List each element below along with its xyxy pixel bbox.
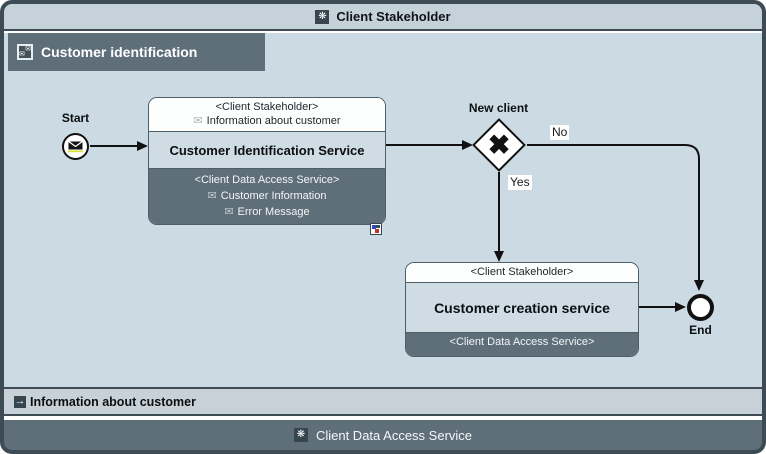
message-icon: ✉	[193, 114, 203, 127]
lane-title: Customer identification	[41, 44, 198, 60]
edge-label-no: No	[550, 125, 570, 140]
task1-input-label: Information about customer	[206, 115, 341, 127]
task1-output-label: Customer Information	[220, 190, 327, 202]
task2-stereotype: <Client Stakeholder>	[470, 266, 574, 278]
message-icon: ✉	[224, 205, 234, 218]
bottom-pool-title: Client Data Access Service	[315, 427, 473, 443]
gateway-x-icon: ✖	[487, 129, 511, 160]
task1-stereotype: <Client Stakeholder>	[215, 101, 319, 113]
message-start-icon	[67, 140, 84, 153]
pool-title: Client Stakeholder	[336, 9, 451, 24]
task1-provider-section: <Client Data Access Service> ✉ Customer …	[149, 169, 385, 224]
message-icon: ✉	[207, 189, 217, 202]
task1-output-line: ✉ Customer Information	[149, 188, 385, 204]
task2-title: Customer creation service	[406, 283, 638, 333]
end-event-label: End	[689, 323, 712, 337]
behavior-diagram-marker-icon[interactable]	[370, 223, 382, 235]
gateway-label: New client	[468, 101, 529, 115]
task1-error-label: Error Message	[237, 206, 310, 218]
pool-header-client-data-access-service[interactable]: ❋ Client Data Access Service	[4, 420, 762, 450]
task1-input-section: <Client Stakeholder> ✉ Information about…	[149, 98, 385, 132]
lane-tab-customer-identification[interactable]: ✉ ✉ Customer identification	[8, 33, 265, 71]
data-band-label: Information about customer	[30, 394, 196, 409]
task2-stereotype-section: <Client Stakeholder>	[406, 263, 638, 283]
pool-header-client-stakeholder[interactable]: ❋ Client Stakeholder	[4, 4, 762, 31]
start-event-label: Start	[61, 111, 90, 125]
task-customer-identification-service[interactable]: <Client Stakeholder> ✉ Information about…	[148, 97, 386, 225]
participant-icon: ❋	[293, 428, 308, 442]
data-input-icon: →	[14, 395, 26, 408]
task1-input-line: ✉ Information about customer	[149, 114, 385, 128]
task2-provider-stereotype: <Client Data Access Service>	[449, 336, 595, 348]
data-band-information-about-customer[interactable]: → Information about customer	[4, 387, 762, 416]
task2-provider-section: <Client Data Access Service>	[406, 333, 638, 356]
end-event[interactable]	[687, 294, 714, 321]
collaboration-use-icon: ✉ ✉	[17, 44, 33, 60]
task1-provider-stereotype: <Client Data Access Service>	[194, 174, 340, 186]
edge-label-yes: Yes	[508, 175, 532, 190]
start-event[interactable]	[62, 133, 89, 160]
task1-title: Customer Identification Service	[149, 132, 385, 169]
task-customer-creation-service[interactable]: <Client Stakeholder> Customer creation s…	[405, 262, 639, 357]
task1-error-line: ✉ Error Message	[149, 204, 385, 220]
participant-icon: ❋	[315, 9, 330, 24]
